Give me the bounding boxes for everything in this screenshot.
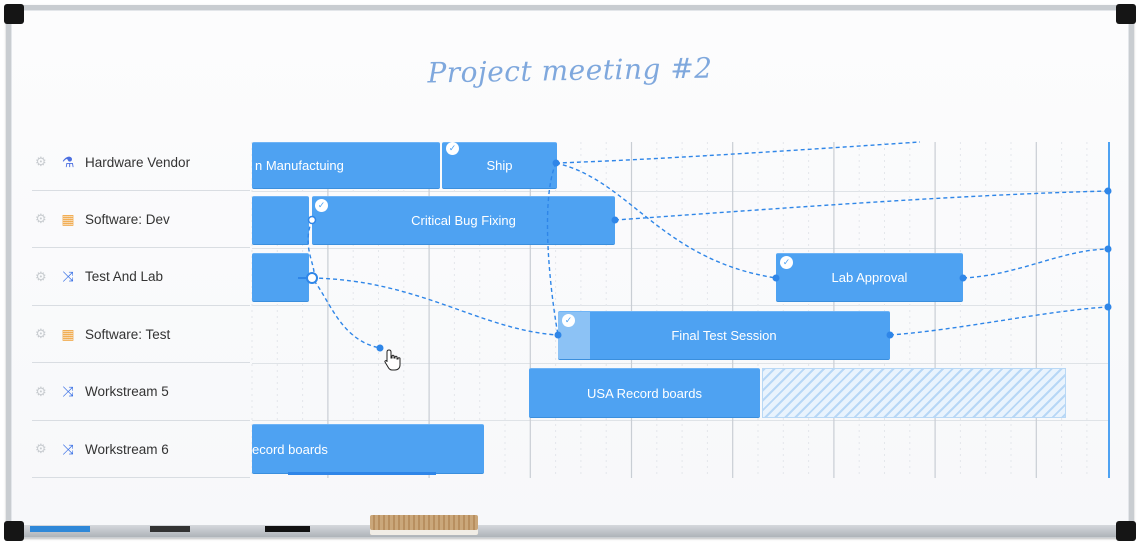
connector-handle[interactable] [611,216,619,224]
gear-icon[interactable]: ⚙ [35,383,47,399]
shuffle-icon: ⤨ [62,383,74,400]
hand-pointer-icon [384,349,401,371]
gear-icon[interactable]: ⚙ [35,326,47,342]
task-label: Critical Bug Fixing [411,213,516,228]
grid-row-divider [252,248,1110,249]
resource-row[interactable]: ⚙ ▦ Software: Test [32,306,250,364]
resource-row[interactable]: ⚙ ⤨ Workstream 5 [32,364,250,421]
connector-handle[interactable] [307,215,317,225]
task-label: USA Record boards [587,385,702,401]
task-record-boards[interactable]: ecord boards [252,424,484,474]
task-label: ecord boards [252,441,328,457]
gear-icon[interactable]: ⚙ [35,211,47,227]
task-ship[interactable]: Ship [442,142,557,189]
task-progress-bar [288,472,436,475]
check-icon: ✓ [315,199,328,212]
connector-handle[interactable] [959,274,967,282]
dependency-line[interactable] [311,277,559,336]
task-dev-partial[interactable] [252,196,309,245]
task-progress-remaining [762,368,1066,418]
marker [265,526,310,532]
resource-name: Workstream 6 [85,441,169,457]
connector-handle[interactable] [1104,245,1112,253]
resource-name: Software: Test [85,326,171,342]
calendar-icon: ▦ [61,210,75,227]
dependency-line[interactable] [555,162,777,279]
connector-handle[interactable] [1104,303,1112,311]
task-label: Lab Approval [831,270,908,285]
resource-name: Workstream 5 [85,384,169,400]
marker [30,526,90,532]
task-lab-approval[interactable]: Lab Approval [776,253,963,302]
connector-handle[interactable] [376,344,384,352]
frame-corner-tr [1116,4,1136,24]
grid-row-divider [252,305,1110,306]
frame-corner-br [1116,521,1136,541]
flask-icon: ⚗ [61,153,75,170]
resource-row[interactable]: ⚙ ▦ Software: Dev [32,191,250,249]
connector-handle[interactable] [1104,187,1112,195]
resource-name: Software: Dev [85,211,170,227]
grid-row-divider [252,420,1110,421]
resource-name: Hardware Vendor [85,154,191,170]
grid-row-divider [252,191,1110,192]
dependency-line[interactable] [555,141,921,164]
resource-name: Test And Lab [85,269,164,285]
task-usa-record-boards[interactable]: USA Record boards [529,368,760,418]
gear-icon[interactable]: ⚙ [35,154,47,169]
task-label: Ship [486,158,513,173]
dependency-line[interactable] [889,306,1109,336]
dependency-line[interactable] [962,248,1109,279]
dependency-line[interactable] [546,162,559,336]
calendar-icon: ▦ [61,325,75,342]
connector-handle[interactable] [554,331,562,339]
connector-handle-active[interactable] [306,272,318,284]
resource-row[interactable]: ⚙ ⤨ Workstream 6 [32,421,250,478]
connector-handle[interactable] [886,331,894,339]
connector-handle[interactable] [772,274,780,282]
task-manufacturing[interactable]: n Manufactuing [252,142,440,189]
shuffle-icon: ⤨ [62,268,74,285]
task-label: Final Test Session [671,328,777,343]
marker [150,526,190,532]
check-icon: ✓ [446,142,459,155]
check-icon: ✓ [562,314,575,327]
task-critical-bug-fixing[interactable]: Critical Bug Fixing [312,196,615,245]
task-final-test-session[interactable]: Final Test Session [558,311,890,360]
dependency-line[interactable] [614,190,1109,221]
shuffle-icon: ⤨ [62,440,74,457]
check-icon: ✓ [780,256,793,269]
resource-row[interactable]: ⚙ ⤨ Test And Lab [32,249,250,306]
grid-row-divider [252,363,1110,364]
gear-icon[interactable]: ⚙ [35,268,47,284]
frame-corner-tl [4,4,24,24]
connector-handle[interactable] [552,159,560,167]
eraser [370,515,478,535]
task-label: n Manufactuing [255,158,344,173]
frame-corner-bl [4,521,24,541]
gear-icon[interactable]: ⚙ [35,441,47,456]
resource-row[interactable]: ⚙ ⚗ Hardware Vendor [32,134,250,191]
